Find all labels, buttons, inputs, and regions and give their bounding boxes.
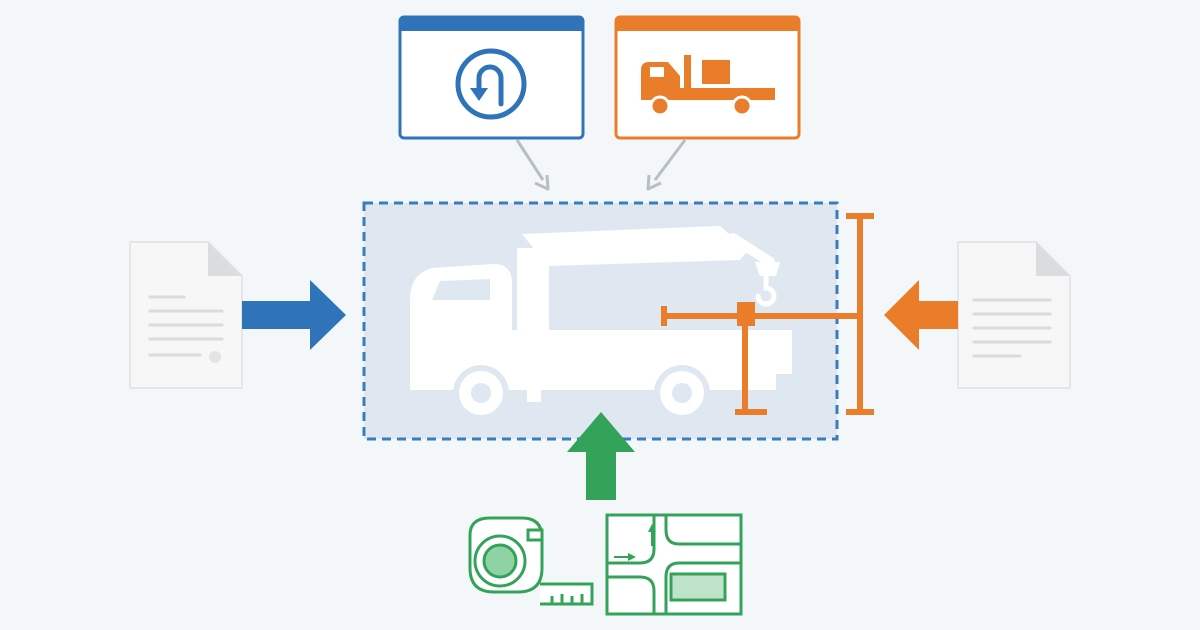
bottom-green-arrow xyxy=(567,412,635,500)
tape-measure-icon xyxy=(468,516,594,606)
delivery-card xyxy=(614,15,801,140)
document-with-seal-icon xyxy=(129,241,243,389)
outrigger-dimension-marks xyxy=(661,213,874,415)
document-icon xyxy=(957,241,1071,389)
u-turn-icon xyxy=(455,48,527,120)
top-connectors xyxy=(515,139,687,191)
right-orange-arrow xyxy=(884,280,958,350)
left-blue-arrow xyxy=(242,280,346,350)
u-turn-card xyxy=(398,15,585,140)
site-map-icon xyxy=(605,513,743,616)
flatbed-truck-with-box-icon xyxy=(641,55,775,117)
